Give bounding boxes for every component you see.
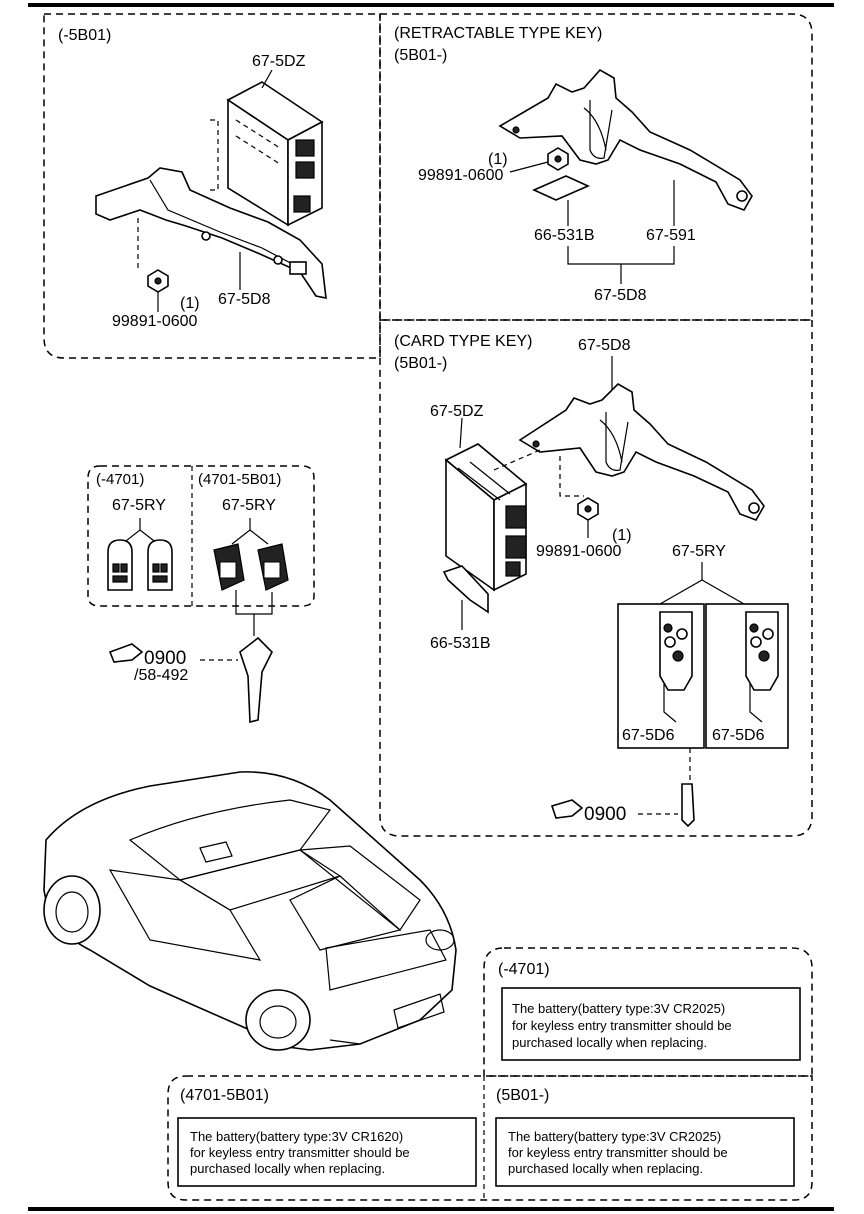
part-bracket-retractable-label: 67-591: [646, 227, 696, 244]
nut-qty-card: (1): [612, 527, 632, 544]
note-5b01-heading: (5B01-): [496, 1087, 549, 1104]
part-nut-card-label: 99891-0600: [536, 543, 622, 560]
control-module-pre[interactable]: [226, 81, 324, 227]
leader-transmitter-left: [121, 518, 159, 545]
note-4701-5b01-line-3: purchased locally when replacing.: [190, 1161, 385, 1176]
card-key-left[interactable]: [659, 611, 693, 723]
ref-code-transmitters: 0900: [144, 648, 186, 669]
part-key-left-label: 67-5D6: [622, 727, 675, 744]
leader-remotes-to-key: [235, 590, 273, 636]
pad-card[interactable]: [442, 565, 489, 614]
note-5b01-box: [495, 1117, 795, 1187]
transmitter-left-part: 67-5RY: [112, 497, 166, 514]
pad-retractable[interactable]: [532, 175, 590, 201]
nut-qty-retractable: (1): [488, 151, 508, 168]
note-4701-line-1: The battery(battery type:3V CR2025): [512, 1001, 725, 1016]
section-transmitters: (-4701) (4701-5B01) 67-5RY 67-5RY: [87, 465, 315, 724]
bracket-pre[interactable]: [95, 167, 327, 300]
note-4701-line-2: for keyless entry transmitter should be: [512, 1018, 732, 1033]
leader-module-pre: [261, 69, 273, 89]
card-key-right[interactable]: [745, 611, 779, 723]
note-4701-line-3: purchased locally when replacing.: [512, 1035, 707, 1050]
section-card: (CARD TYPE KEY) (5B01-) 67-5D8 67-5DZ: [379, 319, 813, 837]
remote-left-1[interactable]: [107, 539, 133, 591]
notes-area: (-4701) The battery(battery type:3V CR20…: [167, 947, 813, 1201]
card-subheading: (5B01-): [394, 355, 447, 372]
card-heading: (CARD TYPE KEY): [394, 333, 532, 350]
leader-nut-retractable: [509, 161, 549, 173]
top-border: [28, 3, 834, 7]
remote-right-1[interactable]: [213, 543, 245, 591]
hand-pointer-icon: [550, 799, 584, 819]
transmitter-right-heading: (4701-5B01): [198, 471, 281, 488]
part-pad-card-label: 66-531B: [430, 635, 491, 652]
nut-qty-pre: (1): [180, 295, 200, 312]
section-pre-5b01-heading: (-5B01): [58, 27, 111, 44]
section-retractable-frame: [379, 13, 813, 321]
dash-module-card: [493, 449, 584, 497]
section-retractable: (RETRACTABLE TYPE KEY) (5B01-) (1) 99891…: [379, 13, 813, 321]
blank-key-card[interactable]: [681, 783, 695, 828]
note-5b01-line-1: The battery(battery type:3V CR2025): [508, 1129, 721, 1144]
bottom-border: [28, 1207, 834, 1211]
note-4701-heading: (-4701): [498, 961, 550, 978]
nut-card[interactable]: [577, 497, 599, 521]
bracket-card[interactable]: [518, 383, 765, 521]
ref-code-card: 0900: [584, 804, 626, 825]
remote-right-2[interactable]: [257, 543, 289, 591]
part-module-card-label: 67-5DZ: [430, 403, 484, 420]
hand-pointer-icon: [108, 643, 144, 663]
part-key-right-label: 67-5D6: [712, 727, 765, 744]
note-4701-5b01-heading: (4701-5B01): [180, 1087, 269, 1104]
part-pad-retractable-label: 66-531B: [534, 227, 595, 244]
leader-transmitter-right: [231, 518, 269, 545]
retractable-subheading: (5B01-): [394, 47, 447, 64]
part-transmitter-card-label: 67-5RY: [672, 543, 726, 560]
master-key[interactable]: [239, 636, 273, 724]
nut-retractable[interactable]: [547, 147, 569, 171]
transmitter-right-part: 67-5RY: [222, 497, 276, 514]
note-5b01-line-3: purchased locally when replacing.: [508, 1161, 703, 1176]
section-card-frame: [379, 319, 813, 837]
car-illustration: [43, 771, 457, 1051]
control-module-card[interactable]: [444, 443, 528, 592]
section-pre-5b01-frame: [43, 13, 381, 359]
transmitters-frame: [87, 465, 315, 607]
part-bracket-card-label: 67-5D8: [578, 337, 631, 354]
remote-left-2[interactable]: [147, 539, 173, 591]
nut-pre[interactable]: [147, 269, 169, 293]
assembly-bracket-lines: [567, 246, 675, 284]
note-4701-5b01-line-2: for keyless entry transmitter should be: [190, 1145, 410, 1160]
dash-module-to-bracket: [210, 119, 219, 191]
part-nut-retractable-label: 99891-0600: [418, 167, 504, 184]
leader-module-card: [459, 417, 463, 449]
note-frame-bottom: [167, 1075, 813, 1201]
part-bracket-pre-label: 67-5D8: [218, 291, 271, 308]
note-4701-box: [501, 987, 801, 1061]
leader-transmitter-card: [659, 562, 745, 605]
bracket-retractable[interactable]: [498, 68, 753, 211]
retractable-heading: (RETRACTABLE TYPE KEY): [394, 25, 602, 42]
part-assembly-retractable-label: 67-5D8: [594, 287, 647, 304]
note-4701-5b01-box: [177, 1117, 477, 1187]
ref-sub-transmitters: /58-492: [134, 667, 188, 684]
part-nut-pre-label: 99891-0600: [112, 313, 198, 330]
section-pre-5b01: (-5B01) 67-5DZ 67-5D8: [43, 13, 381, 359]
transmitter-left-heading: (-4701): [96, 471, 144, 488]
note-5b01-line-2: for keyless entry transmitter should be: [508, 1145, 728, 1160]
part-module-pre-label: 67-5DZ: [252, 53, 306, 70]
note-4701-5b01-line-1: The battery(battery type:3V CR1620): [190, 1129, 403, 1144]
